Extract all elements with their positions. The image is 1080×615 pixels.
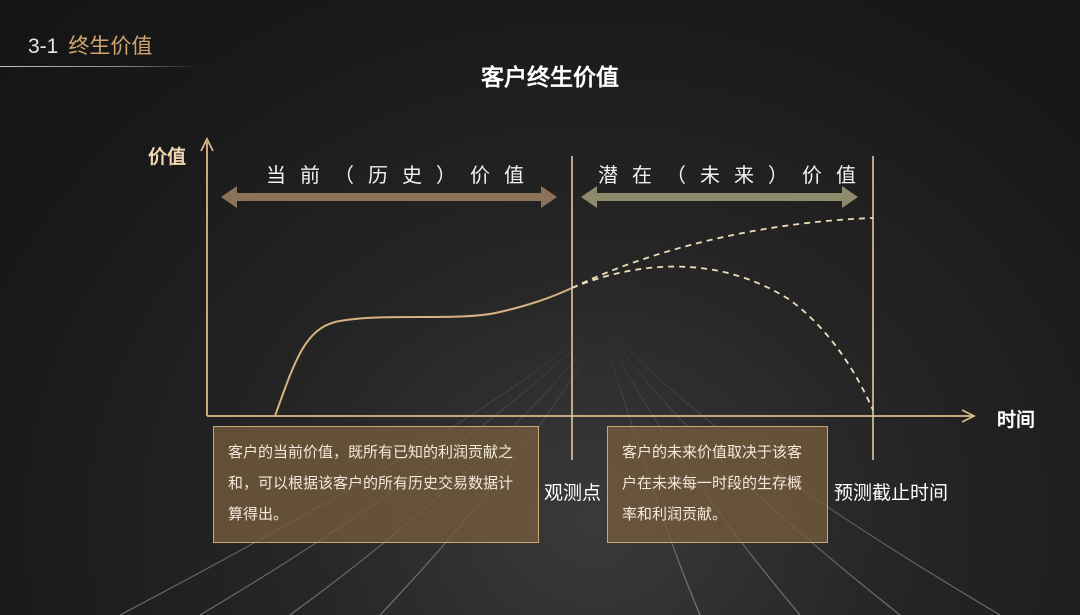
historical-value-curve (274, 287, 573, 417)
y-axis-arrowhead (200, 136, 214, 152)
section-number: 3-1 (28, 35, 59, 58)
section-title: 终生价值 (68, 35, 153, 58)
current-value-description: 客户的当前价值，既所有已知的利润贡献之和，可以根据该客户的所有历史交易数据计算得… (213, 426, 539, 543)
section-label: 3-1 终生价值 (28, 30, 152, 60)
future-value-description: 客户的未来价值取决于该客户在未来每一时段的生存概率和利润贡献。 (607, 426, 828, 543)
y-axis-label: 价值 (148, 146, 187, 168)
x-axis-label: 时间 (997, 409, 1036, 431)
observation-point-label: 观测点 (544, 482, 602, 504)
decline-projection-curve (571, 265, 874, 411)
future-span-arrow (581, 186, 858, 208)
current-value-span-label: 当前（历史）价值 (266, 163, 538, 187)
page-title: 客户终生价值 (481, 65, 619, 91)
optimistic-projection-curve (571, 217, 874, 289)
cutoff-time-label: 预测截止时间 (834, 482, 949, 504)
section-divider (0, 66, 200, 67)
x-axis-arrowhead (961, 409, 977, 423)
future-value-span-label: 潜在（未来）价值 (598, 163, 870, 187)
current-span-arrow (221, 186, 557, 208)
